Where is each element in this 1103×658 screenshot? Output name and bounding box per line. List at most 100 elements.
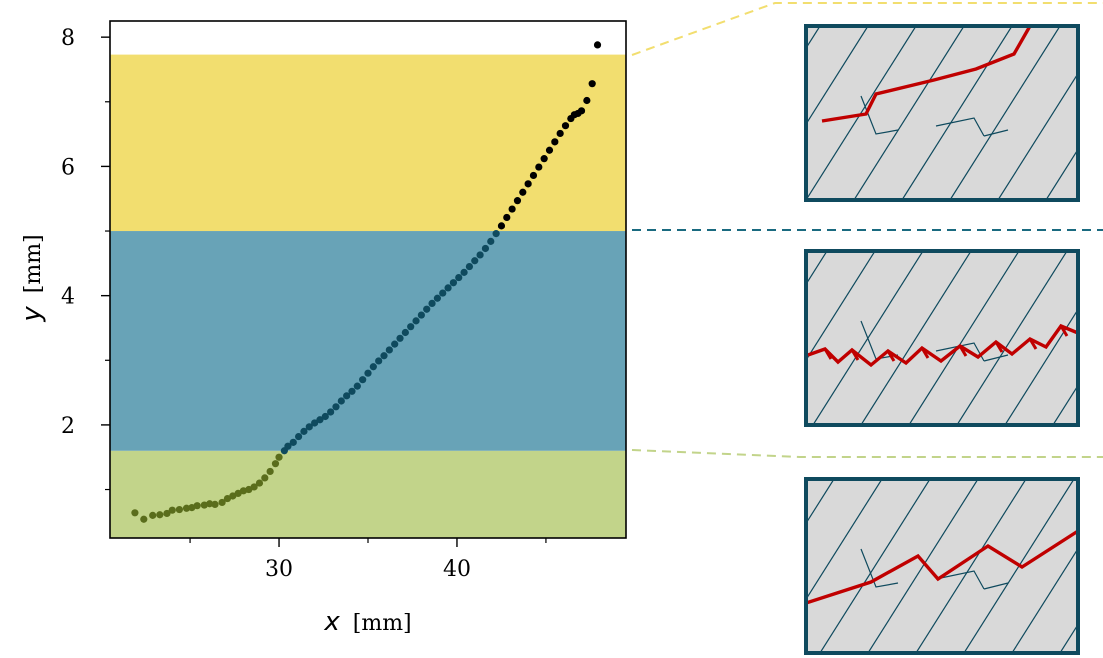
- grain-boundary: [949, 26, 1061, 200]
- y-axis-title: y [mm]: [17, 234, 47, 322]
- data-point: [407, 323, 415, 331]
- data-point: [245, 485, 253, 494]
- data-point: [449, 279, 458, 287]
- y-tick-label: 4: [61, 285, 75, 310]
- data-point: [255, 479, 264, 487]
- microstructure-insets: [804, 24, 1103, 655]
- bottom-inset: [804, 477, 1080, 655]
- data-point: [332, 403, 340, 411]
- data-point: [229, 492, 237, 500]
- svg-text:x [mm]: x [mm]: [323, 607, 411, 637]
- data-points: [131, 41, 602, 523]
- data-point: [476, 251, 484, 259]
- data-point: [234, 489, 242, 498]
- inset-frame: [804, 24, 1080, 202]
- data-point: [481, 244, 490, 253]
- top-inset: [804, 24, 1103, 202]
- crack-path: [807, 323, 1078, 368]
- grain-boundary: [853, 26, 965, 200]
- data-point: [266, 467, 274, 476]
- grain-boundary: [806, 26, 821, 50]
- inset-connectors: [631, 2, 1103, 458]
- data-point: [513, 197, 522, 205]
- x-axis-unit: [mm]: [353, 611, 412, 636]
- data-point: [540, 155, 548, 163]
- x-axis-title: x [mm]: [323, 607, 411, 637]
- data-point: [193, 502, 201, 510]
- crack-branch: [886, 350, 896, 362]
- data-point: [444, 284, 452, 292]
- inset-frame: [804, 477, 1080, 655]
- grain-boundary: [806, 26, 917, 200]
- grain-boundary: [1094, 26, 1103, 200]
- x-tick-label: 30: [265, 557, 293, 582]
- grain-junction: [983, 354, 1009, 362]
- data-point: [401, 328, 409, 337]
- data-point: [529, 171, 538, 180]
- data-point: [396, 334, 404, 342]
- crack-path: [806, 529, 1078, 605]
- data-point: [163, 509, 171, 518]
- crack-branch: [850, 349, 860, 361]
- region-bands: [110, 54, 626, 538]
- y-tick-label: 2: [61, 414, 75, 439]
- svg-text:y [mm]: y [mm]: [17, 234, 47, 322]
- data-point: [583, 96, 591, 105]
- y-axis-unit: [mm]: [21, 234, 46, 293]
- grain-boundary: [901, 26, 1013, 200]
- band-1: [110, 231, 626, 451]
- top-connector: [631, 2, 1103, 56]
- data-point: [428, 299, 436, 308]
- grain-boundary: [819, 479, 931, 653]
- grain-boundary: [806, 479, 835, 525]
- data-point: [497, 222, 506, 230]
- inset-background: [806, 26, 1078, 200]
- data-point: [487, 237, 495, 245]
- grain-junction: [860, 95, 899, 135]
- data-point: [168, 506, 176, 514]
- data-point: [423, 305, 431, 313]
- bottom-connector: [631, 449, 1103, 458]
- inset-frame: [804, 249, 1080, 427]
- axis-ticks: 30 40 2 4 6 8: [61, 26, 547, 582]
- data-point: [545, 146, 554, 154]
- data-point: [359, 376, 367, 384]
- data-point: [519, 188, 527, 196]
- y-tick-label: 6: [61, 155, 75, 180]
- data-point: [156, 511, 164, 519]
- data-point: [369, 363, 377, 371]
- data-point: [149, 511, 157, 519]
- data-point: [588, 80, 596, 88]
- crack-branch: [823, 348, 833, 360]
- middle-inset: [804, 249, 1080, 427]
- data-point: [508, 205, 516, 213]
- data-point: [439, 289, 447, 297]
- data-point: [593, 41, 602, 49]
- data-point: [337, 397, 345, 405]
- data-point: [551, 138, 559, 146]
- grain-junction: [935, 117, 985, 137]
- data-point: [375, 357, 383, 365]
- data-point: [206, 500, 214, 508]
- data-point: [275, 453, 283, 461]
- crack-branch: [1059, 325, 1069, 337]
- data-point: [412, 317, 420, 325]
- data-point: [316, 416, 324, 424]
- crack-branch: [994, 341, 1004, 353]
- data-point: [561, 122, 570, 130]
- grain-boundary: [1011, 547, 1078, 653]
- grain-boundary: [908, 251, 1020, 425]
- grain-boundary: [1045, 148, 1078, 200]
- data-point: [182, 504, 191, 512]
- band-0: [110, 450, 626, 538]
- data-point: [385, 346, 393, 354]
- x-tick-label: 40: [443, 557, 471, 582]
- data-point: [380, 352, 388, 360]
- data-point: [460, 268, 468, 276]
- grain-boundary: [806, 479, 883, 601]
- y-tick-label: 8: [61, 26, 75, 51]
- data-point: [300, 427, 308, 435]
- data-point: [321, 412, 329, 421]
- data-point: [535, 163, 543, 171]
